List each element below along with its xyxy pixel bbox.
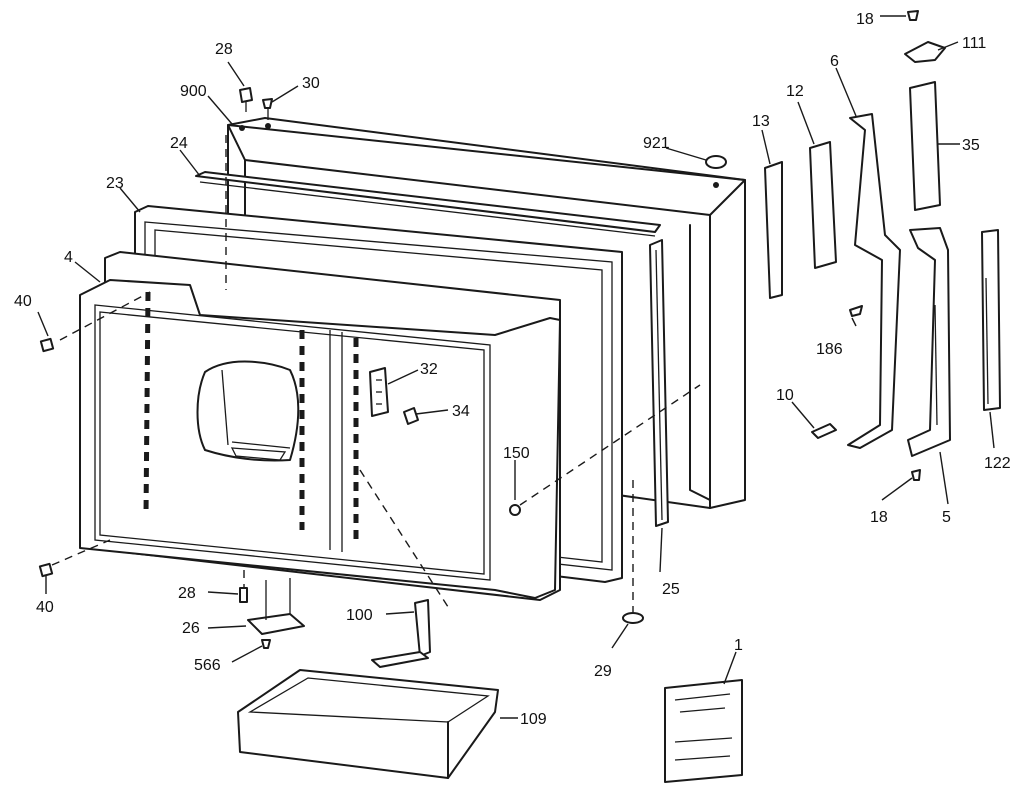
part-28-screw-top	[239, 87, 253, 112]
label-18-bottom: 18	[870, 509, 888, 526]
part-566-screw	[261, 639, 271, 649]
label-29: 29	[594, 663, 612, 680]
part-40-plug-top	[39, 337, 55, 353]
label-23: 23	[106, 175, 124, 192]
label-122: 122	[984, 455, 1011, 472]
part-18-screw-top	[907, 10, 919, 21]
label-35: 35	[962, 137, 980, 154]
label-111: 111	[962, 35, 986, 52]
label-566: 566	[194, 657, 221, 674]
part-6-hinge-bracket	[847, 113, 901, 449]
label-150: 150	[503, 445, 530, 462]
part-26-hinge-plate	[247, 578, 305, 635]
label-13: 13	[752, 113, 770, 130]
label-28-top: 28	[215, 41, 233, 58]
label-4: 4	[64, 249, 73, 266]
part-10-clip	[811, 423, 837, 439]
part-35-cover	[909, 81, 941, 211]
label-186: 186	[816, 341, 843, 358]
part-24-top-strip	[195, 171, 661, 237]
label-24: 24	[170, 135, 188, 152]
label-18-top: 18	[856, 11, 874, 28]
part-18-screw-bottom	[911, 469, 921, 481]
label-5: 5	[942, 509, 951, 526]
part-29-foot	[622, 480, 644, 624]
part-109-drip-tray	[237, 669, 499, 779]
label-921: 921	[643, 135, 670, 152]
part-122-strip	[981, 229, 1001, 411]
assembly-line	[51, 539, 111, 566]
label-28-bottom: 28	[178, 585, 196, 602]
part-12-rail	[809, 141, 837, 269]
part-13-rail	[764, 161, 783, 299]
leader-lines	[37, 15, 995, 719]
part-32-bracket	[369, 367, 389, 417]
label-900: 900	[180, 83, 207, 100]
part-100-bracket	[359, 469, 451, 668]
part-186-screw	[849, 305, 863, 317]
part-5-hinge-arm	[907, 227, 951, 457]
label-40-bottom: 40	[36, 599, 54, 616]
label-25: 25	[662, 581, 680, 598]
part-28-screw-bottom	[239, 570, 248, 603]
assembly-line	[59, 291, 151, 341]
label-12: 12	[786, 83, 804, 100]
part-1-instruction-card	[664, 679, 743, 783]
part-150-screw	[509, 504, 521, 516]
label-30: 30	[302, 75, 320, 92]
part-30-screw	[262, 98, 273, 120]
label-32: 32	[420, 361, 438, 378]
part-25-side-strip	[649, 239, 669, 527]
part-111-clip	[904, 41, 946, 63]
label-26: 26	[182, 620, 200, 637]
label-100: 100	[346, 607, 373, 624]
part-4-inner-liner	[79, 251, 561, 601]
label-40-top: 40	[14, 293, 32, 310]
part-921-cap	[705, 155, 727, 169]
label-34: 34	[452, 403, 470, 420]
part-34-clip	[403, 407, 419, 425]
label-6: 6	[830, 53, 839, 70]
label-10: 10	[776, 387, 794, 404]
part-40-plug-bottom	[38, 562, 54, 578]
label-1: 1	[734, 637, 743, 654]
label-109: 109	[520, 711, 547, 728]
